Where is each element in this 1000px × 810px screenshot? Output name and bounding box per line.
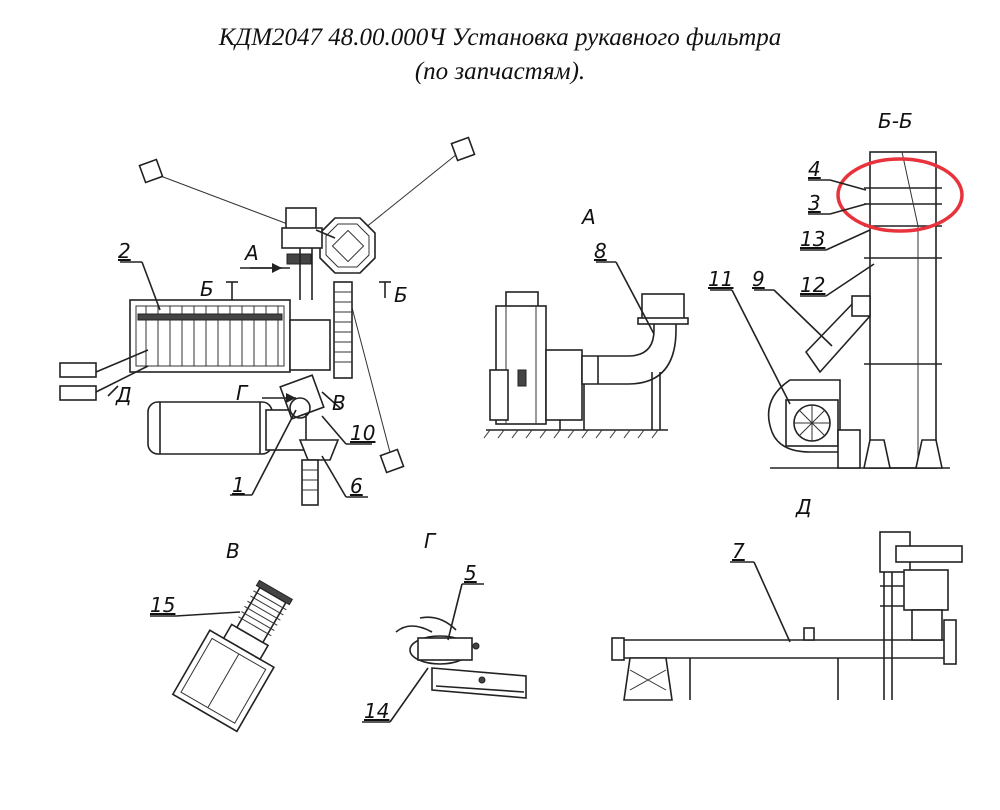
callout-7: 7 — [732, 539, 745, 563]
callout-9: 9 — [752, 267, 765, 291]
view-g: Г 5 14 — [362, 529, 527, 723]
callout-1: 1 — [232, 473, 245, 497]
callout-10: 10 — [350, 421, 375, 445]
section-mark-b-left: Б — [200, 277, 214, 301]
callout-14: 14 — [364, 699, 389, 723]
view-b-b: Б-Б 4 3 13 — [708, 109, 964, 469]
view-arrow-v: В — [332, 391, 346, 415]
drawing-title-line2: (по запчастям). — [414, 58, 586, 85]
callout-11: 11 — [708, 267, 733, 291]
view-a: А 8 — [483, 205, 689, 439]
callout-5: 5 — [464, 561, 477, 585]
callout-13: 13 — [800, 227, 825, 251]
view-label-a: А — [580, 205, 596, 229]
section-mark-b-right: Б — [394, 283, 408, 307]
view-label-d: Д — [795, 495, 812, 519]
view-d: Д 7 — [611, 495, 963, 701]
view-arrow-a: А — [243, 241, 259, 265]
view-v: В 15 — [150, 539, 294, 733]
callout-2: 2 — [118, 239, 131, 263]
view-arrow-g: Г — [236, 381, 249, 405]
highlight-ellipse — [836, 157, 964, 233]
plan-view: Б Б А Г В Д 2 1 10 6 — [59, 136, 476, 506]
callout-15: 15 — [150, 593, 175, 617]
drawing-title-line1: КДМ2047 48.00.000Ч Установка рукавного ф… — [218, 24, 782, 51]
callout-12: 12 — [800, 273, 825, 297]
view-label-g: Г — [424, 529, 437, 553]
view-arrow-d: Д — [115, 383, 132, 407]
callout-8: 8 — [594, 239, 607, 263]
callout-6: 6 — [350, 474, 363, 498]
callout-4: 4 — [808, 157, 821, 181]
view-label-v: В — [226, 539, 240, 563]
callout-3: 3 — [808, 191, 821, 215]
view-label-b-b: Б-Б — [878, 109, 913, 133]
